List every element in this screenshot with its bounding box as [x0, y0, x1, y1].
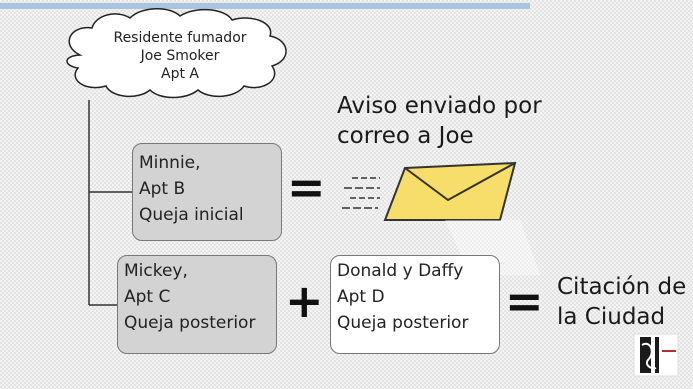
top-accent-bar: [0, 3, 530, 9]
box-mickey: Mickey, Apt C Queja posterior: [117, 255, 277, 354]
donald-name: Donald y Daffy: [337, 261, 464, 281]
equals-sign-2: =: [505, 274, 544, 328]
cloud-line-1: Residente fumador: [113, 30, 247, 46]
mickey-complaint: Queja posterior: [124, 313, 256, 333]
notice-line-2: correo a Joe: [337, 123, 474, 149]
logo-icon: [633, 333, 679, 377]
citation-line-2: la Ciudad: [557, 304, 666, 330]
cloud-shape: [66, 8, 287, 99]
notice-heading: Aviso enviado por correo a Joe: [337, 91, 542, 151]
speed-lines-icon: [342, 177, 380, 209]
minnie-name: Minnie,: [139, 153, 201, 173]
minnie-complaint: Queja inicial: [139, 205, 244, 225]
connector-lines: [88, 100, 132, 306]
mickey-name: Mickey,: [124, 261, 188, 281]
citation-line-1: Citación de: [557, 274, 687, 300]
cloud-line-2: Joe Smoker: [140, 48, 220, 64]
box-minnie: Minnie, Apt B Queja inicial: [132, 143, 282, 241]
citation-heading: Citación de la Ciudad: [557, 272, 686, 332]
notice-line-1: Aviso enviado por: [337, 93, 542, 119]
minnie-apt: Apt B: [139, 179, 186, 199]
equals-sign-1: =: [287, 160, 326, 214]
cloud-text: Residente fumador Joe Smoker Apt A: [95, 29, 265, 83]
envelope-icon: [383, 161, 517, 221]
donald-complaint: Queja posterior: [337, 313, 469, 333]
cloud-line-3: Apt A: [161, 66, 199, 82]
mickey-apt: Apt C: [124, 287, 171, 307]
donald-apt: Apt D: [337, 287, 385, 307]
box-donald-daffy: Donald y Daffy Apt D Queja posterior: [330, 255, 500, 354]
plus-sign: +: [285, 274, 324, 328]
